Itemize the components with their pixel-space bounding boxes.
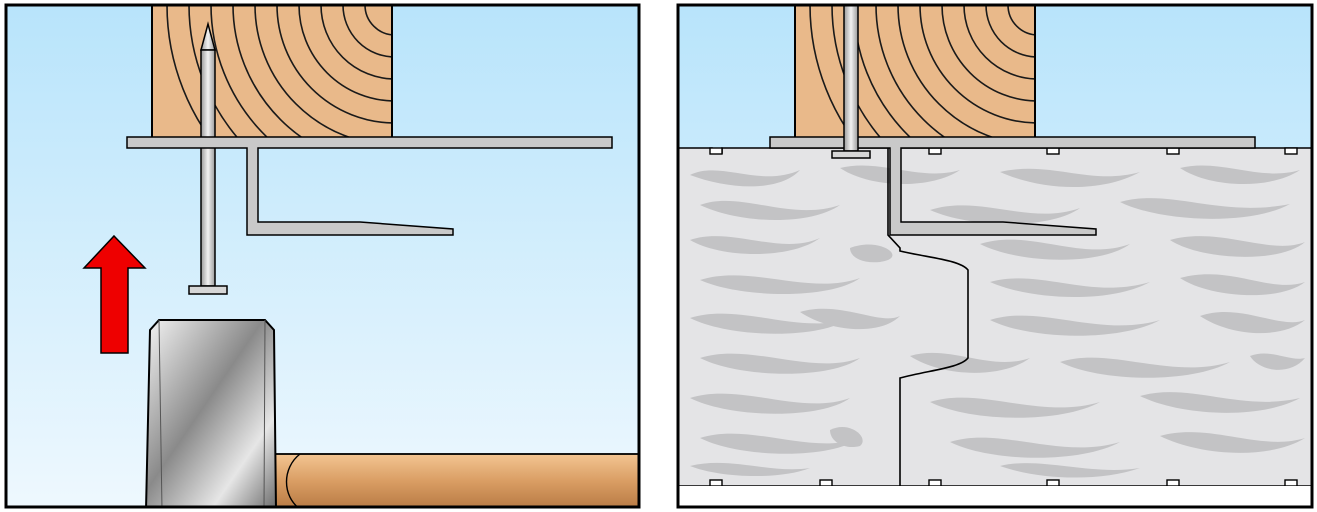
hammer-head	[145, 319, 277, 507]
hammer-handle	[267, 453, 639, 507]
left-panel	[6, 5, 639, 507]
up-arrow	[82, 234, 147, 354]
metal-bracket-right	[769, 136, 1256, 236]
wood-beam-left	[151, 5, 393, 139]
nail-left	[188, 21, 228, 295]
metal-bracket-left	[126, 136, 613, 236]
concrete-blocks	[677, 147, 1313, 487]
right-panel	[677, 4, 1313, 507]
wood-beam-right	[794, 4, 1036, 139]
